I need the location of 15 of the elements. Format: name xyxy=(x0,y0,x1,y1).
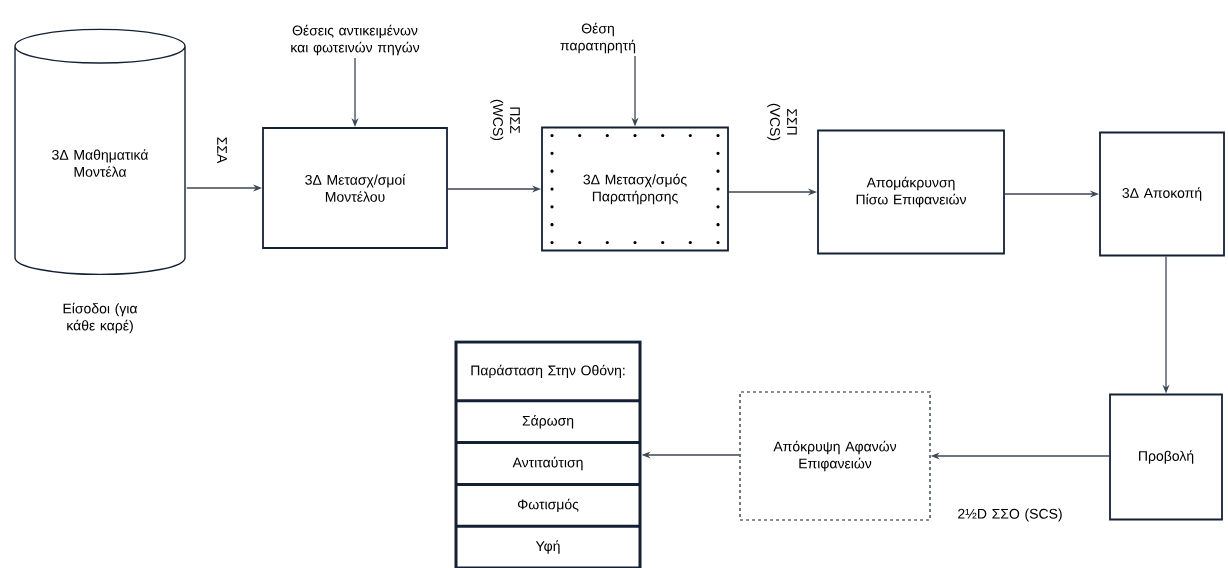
node-label: Είσοδοι (για κάθε καρέ) xyxy=(63,302,138,334)
process-box: 3Δ Μετασχ/σμοί Μοντέλου xyxy=(262,127,448,249)
list-box: Παράσταση Στην Οθόνη: Σάρωση Αντιταύτιση Φωτισμός Υφή xyxy=(454,340,642,568)
edge-label: ΣΣΑ xyxy=(216,129,228,171)
cylinder: 3Δ Μαθηματικά Μοντέλα xyxy=(14,28,186,276)
process-box: 3Δ Μετασχ/σμός Παρατήρησης xyxy=(541,126,729,252)
process-box: 3Δ Αποκοπή xyxy=(1099,131,1225,257)
input-label: Θέσεις αντικειμένων και φωτεινών πηγών xyxy=(291,24,420,56)
input-label: Θέση παρατηρητή xyxy=(560,22,636,54)
process-box: Προβολή xyxy=(1109,393,1223,521)
process-box: Απομάκρυνση Πίσω Επιφανειών xyxy=(817,129,1005,255)
edge-label: 2½D ΣΣΟ (SCS) xyxy=(954,507,1066,523)
edge-label: ΠΣΣ (WCS) xyxy=(489,89,521,151)
edge-label: ΣΣΠ (VCS) xyxy=(766,91,798,153)
process-box: Απόκρυψη Αφανών Επιφανειών xyxy=(739,391,931,521)
